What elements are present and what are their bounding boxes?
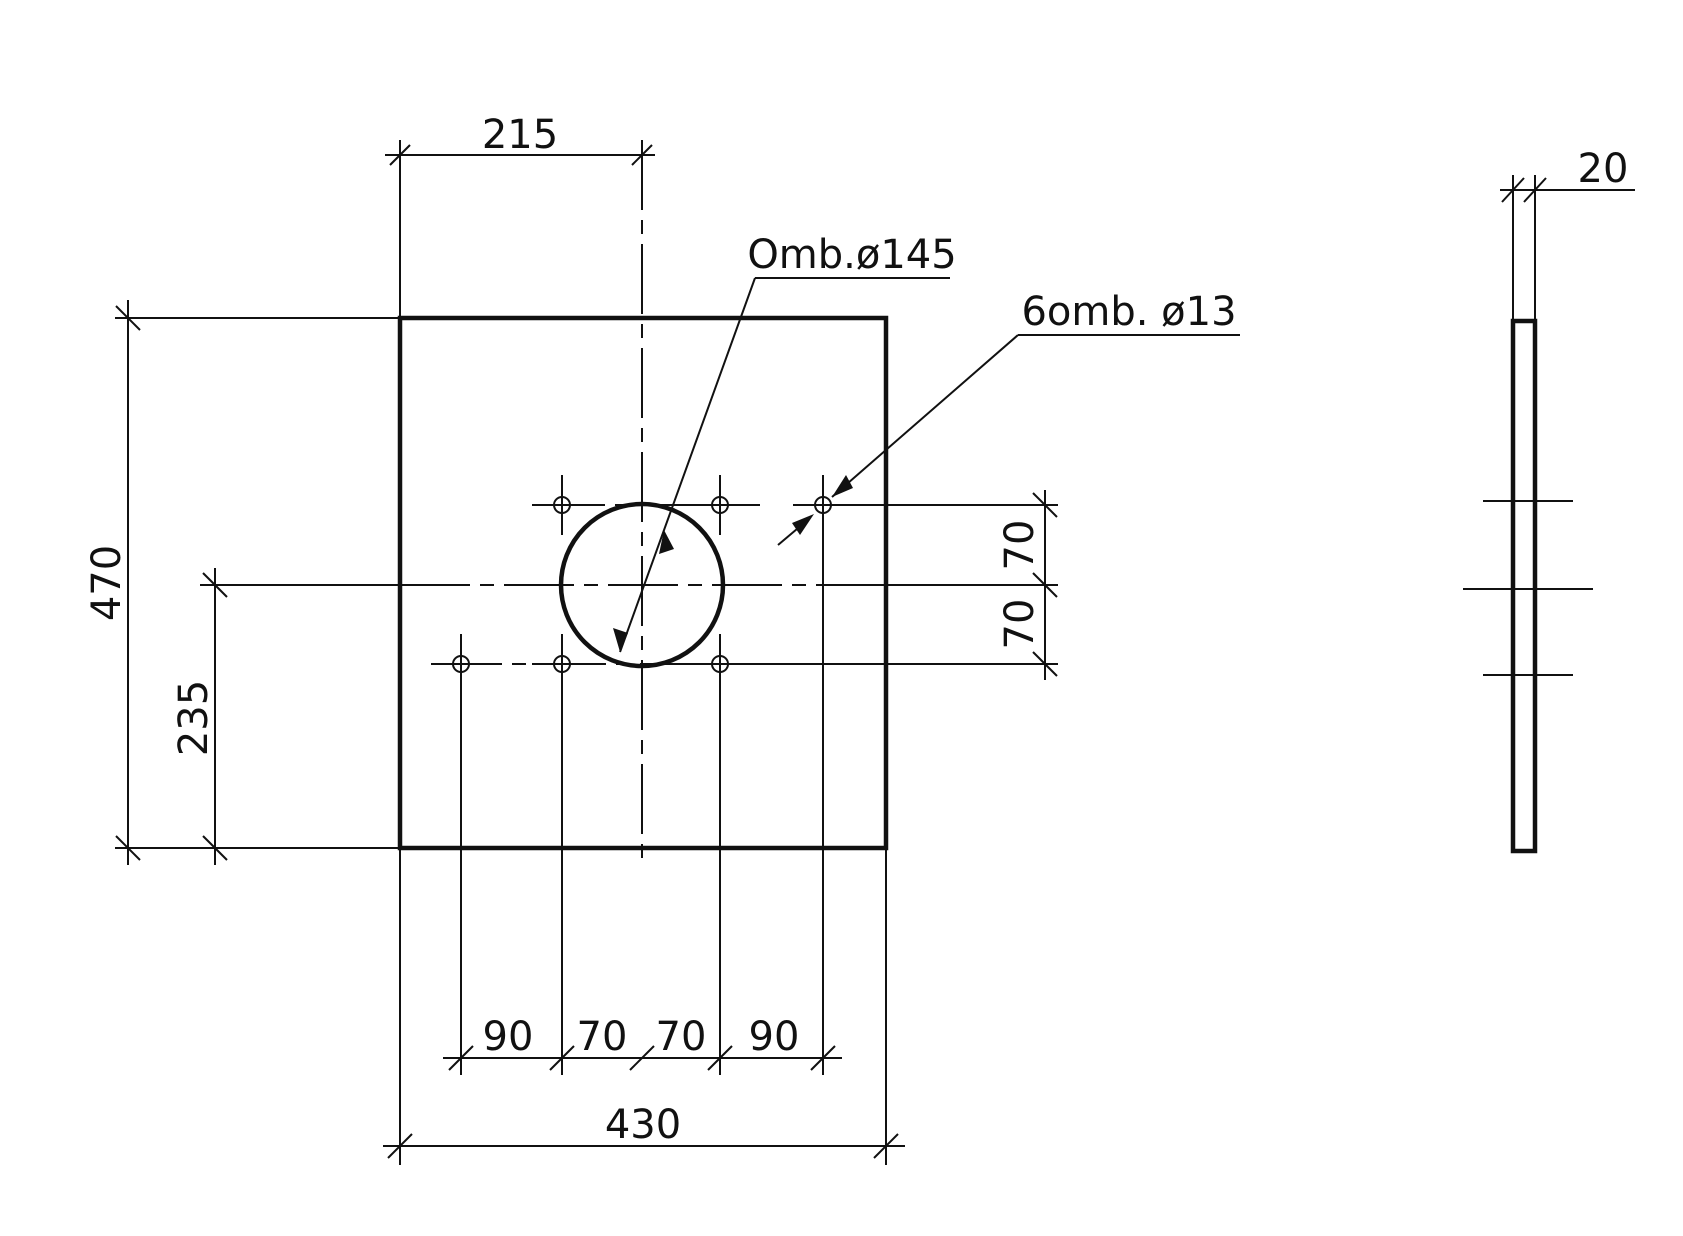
- dimension-vertical-70s: 70 70: [760, 490, 1058, 680]
- dimension-470: 470: [84, 300, 400, 865]
- front-view: 215 470 235 70 7: [84, 112, 1240, 1165]
- bottom-extension-lines: [399, 513, 887, 1165]
- callout-large-hole-label: Omb.ø145: [747, 232, 956, 278]
- dimension-20: 20: [1500, 146, 1635, 321]
- callout-small-holes-label: 6omb. ø13: [1021, 289, 1236, 335]
- dimension-90-right-label: 90: [749, 1014, 800, 1060]
- small-hole: [532, 475, 592, 535]
- dimension-20-label: 20: [1578, 146, 1629, 192]
- dimension-235-label: 235: [171, 680, 217, 756]
- dimension-70-lower-label: 70: [997, 599, 1043, 650]
- side-view: 20: [1463, 146, 1635, 854]
- small-hole: [690, 475, 750, 535]
- dimension-90-left-label: 90: [483, 1014, 534, 1060]
- side-plate-outline: [1510, 318, 1538, 854]
- dimension-70-upper-label: 70: [997, 520, 1043, 571]
- dimension-235: 235: [171, 568, 400, 865]
- dimension-470-label: 470: [84, 545, 130, 621]
- dimension-215: 215: [385, 112, 655, 318]
- dimension-215-label: 215: [482, 112, 558, 158]
- dimension-430: 430: [383, 1102, 905, 1159]
- dimension-70-right-label: 70: [656, 1014, 707, 1060]
- dimension-chain-bottom: 90 70 70 90: [443, 1014, 842, 1071]
- callout-large-hole: Omb.ø145: [613, 232, 957, 653]
- dimension-70-left-label: 70: [577, 1014, 628, 1060]
- dimension-430-label: 430: [605, 1102, 681, 1148]
- callout-small-holes: 6omb. ø13: [777, 289, 1240, 546]
